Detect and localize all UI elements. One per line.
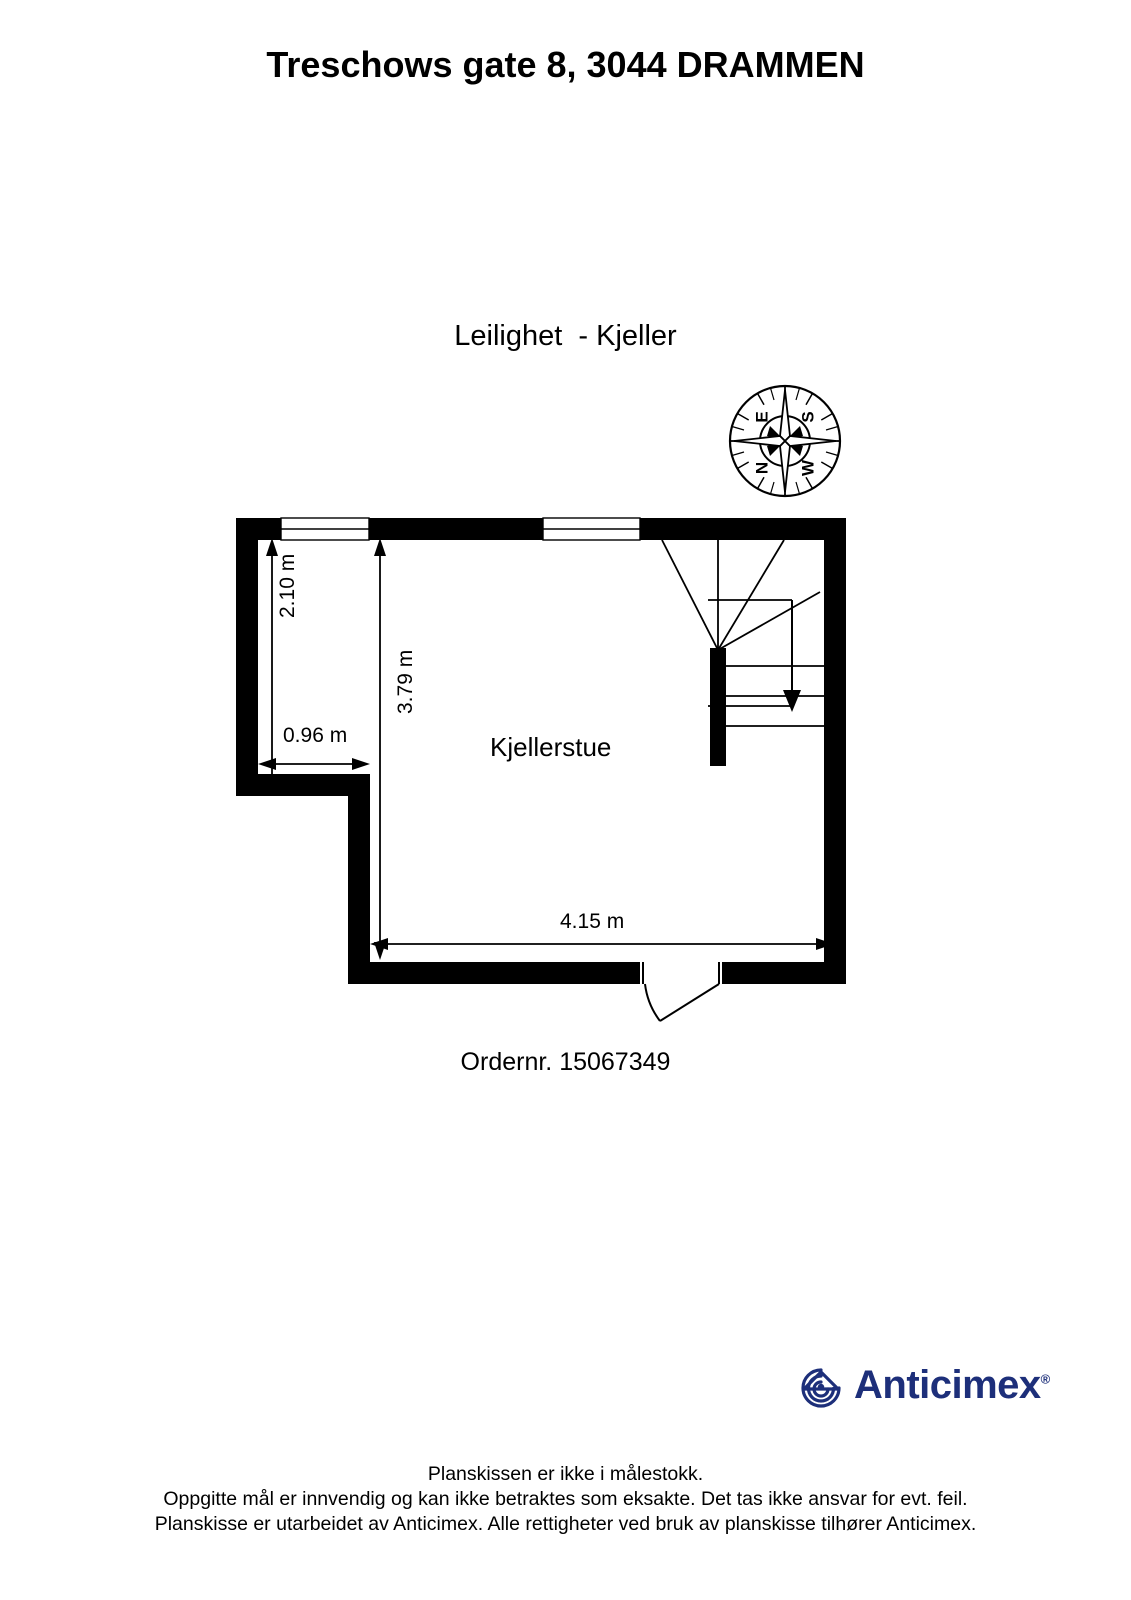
anticimex-logo: Anticimex®	[798, 1357, 1056, 1413]
footer-line-2: Oppgitte mål er innvendig og kan ikke be…	[163, 1488, 968, 1510]
anticimex-brand-text: Anticimex	[854, 1363, 1041, 1407]
floor-title: Leilighet - Kjeller	[454, 320, 677, 352]
window-top-right	[542, 517, 641, 541]
anticimex-wordmark: Anticimex®	[854, 1365, 1050, 1405]
registered-trademark-icon: ®	[1040, 1371, 1051, 1387]
dimension-label-0-96m: 0.96 m	[283, 724, 348, 747]
order-number: Ordernr. 15067349	[460, 1048, 671, 1076]
page-title: Treschows gate 8, 3044 DRAMMEN	[266, 44, 865, 85]
svg-text:E: E	[752, 411, 771, 422]
window-top-left	[280, 517, 370, 541]
stair-down	[661, 539, 824, 727]
footer-line-3: Planskisse er utarbeidet av Anticimex. A…	[154, 1513, 977, 1535]
dimension-label-4-15m: 4.15 m	[560, 910, 625, 933]
svg-text:S: S	[798, 411, 817, 422]
compass-rose: E S N W	[726, 382, 844, 500]
footer-disclaimer: Planskissen er ikke i målestokk. Oppgitt…	[0, 1462, 1131, 1537]
footer-line-1: Planskissen er ikke i målestokk.	[427, 1463, 704, 1485]
anticimex-spiral-icon	[798, 1362, 844, 1408]
dimension-0-96m	[258, 758, 370, 770]
svg-text:W: W	[798, 459, 817, 476]
room-label-kjellerstue: Kjellerstue	[490, 732, 612, 762]
dimension-3-79m	[374, 538, 386, 960]
dimension-label-2-10m: 2.10 m	[276, 553, 299, 618]
dimension-4-15m	[370, 938, 834, 950]
stair-direction-arrow	[783, 600, 801, 712]
svg-text:N: N	[752, 462, 771, 474]
door-bottom	[642, 962, 720, 1022]
dimension-label-3-79m: 3.79 m	[394, 649, 417, 714]
